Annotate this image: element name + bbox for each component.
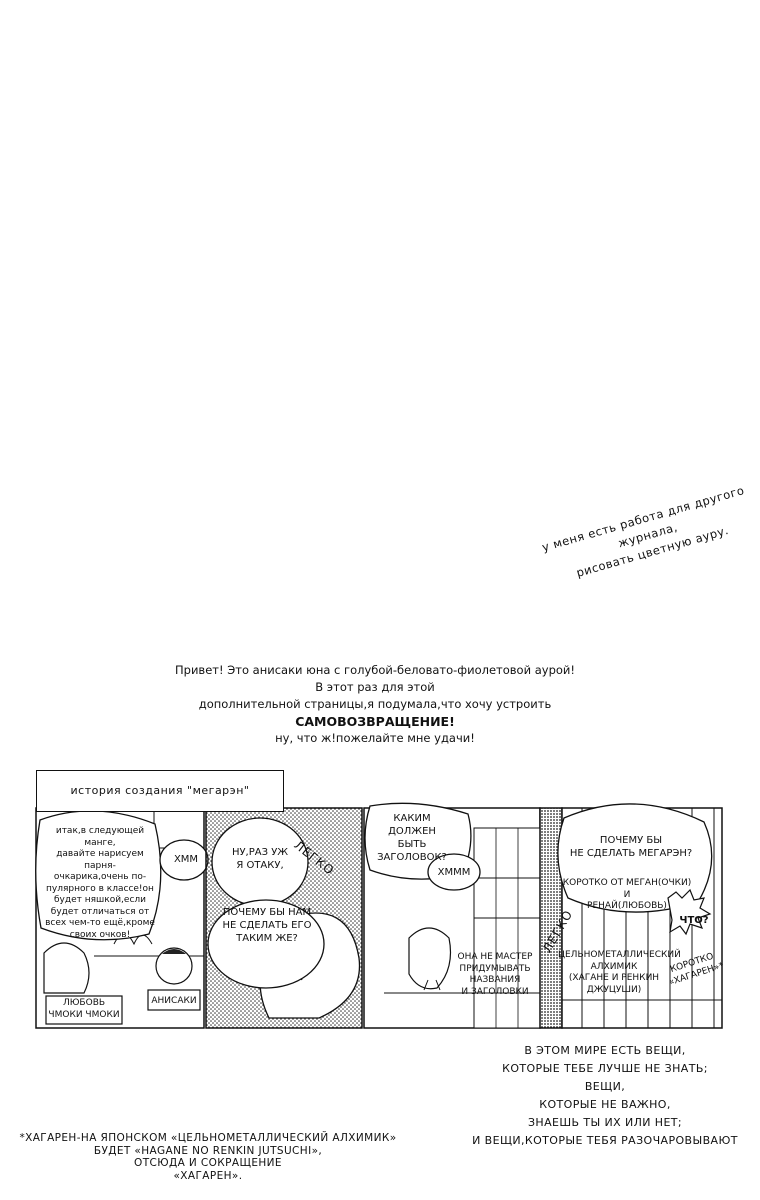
caption-fma-line: ЦЕЛЬНОМЕТАЛЛИЧЕСКИЙ (558, 950, 681, 960)
footnote-line: «ХАГАРЕН». (173, 1169, 243, 1182)
footnote: *ХАГАРЕН-НА ЯПОНСКОМ «ЦЕЛЬНОМЕТАЛЛИЧЕСКИ… (8, 1132, 408, 1182)
closing-line: КОТОРЫЕ НЕ ВАЖНО, (539, 1098, 671, 1111)
bubble-title-question-line: БЫТЬ (397, 839, 427, 850)
intro-line: В этот раз для этой (315, 680, 435, 694)
bubble-why-not: ПОЧЕМУ БЫ НАМ НЕ СДЕЛАТЬ ЕГО ТАКИМ ЖЕ? (218, 906, 316, 945)
bubble-megaren-line: ПОЧЕМУ БЫ (599, 835, 663, 846)
narration-bubble: итак,в следующей манге, давайте нарисуем… (44, 826, 156, 941)
panel-3 (363, 802, 541, 1029)
bubble-otaku-line: НУ,РАЗ УЖ (231, 847, 289, 858)
caption-fma-line: АЛХИМИК (590, 961, 638, 972)
comic-strip (35, 802, 723, 1029)
narration-line: итак,в следующей манге, (55, 826, 145, 848)
panel-2 (205, 807, 363, 1029)
intro-emphasis: САМОВОЗВРАЩЕНИЕ! (295, 714, 455, 729)
bubble-megaren-line: НЕ СДЕЛАТЬ МЕГАРЭН? (569, 848, 693, 859)
narration-line: давайте нарисуем парня- (56, 849, 144, 871)
what-burst: ЧТО? (679, 915, 709, 926)
bubble-megaren-sub-line: КОРОТКО ОТ МЕГАН(ОЧКИ) (562, 878, 692, 888)
footnote-line: *ХАГАРЕН-НА ЯПОНСКОМ «ЦЕЛЬНОМЕТАЛЛИЧЕСКИ… (19, 1132, 397, 1144)
note-not-master-line: НАЗВАНИЯ (469, 975, 521, 985)
closing-line: КОТОРЫЕ ТЕБЕ ЛУЧШЕ НЕ ЗНАТЬ; (502, 1062, 708, 1075)
narration-line: будет няшкой,если (53, 895, 146, 905)
closing-text: В ЭТОМ МИРЕ ЕСТЬ ВЕЩИ, КОТОРЫЕ ТЕБЕ ЛУЧШ… (470, 1042, 740, 1150)
panel-4 (539, 803, 723, 1029)
narration-line: всех чем-то ещё,кроме (45, 918, 155, 928)
narration-line: пулярного в классе!он (46, 883, 154, 894)
bubble-otaku: НУ,РАЗ УЖ Я ОТАКУ, (220, 846, 300, 872)
closing-line: И ВЕЩИ,КОТОРЫЕ ТЕБЯ РАЗОЧАРОВЫВАЮТ (472, 1134, 738, 1147)
panel-1 (35, 807, 209, 1029)
note-not-master-line: ОНА НЕ МАСТЕР (457, 952, 533, 962)
bubble-megaren-sub-line: РЕНАЙ(ЛЮБОВЬ) (587, 901, 667, 911)
side-note: у меня есть работа для другого журнала, … (540, 482, 756, 589)
caption-fma-line: ДЖУЦУШИ) (586, 984, 642, 995)
comic-title: история создания "мегарэн" (36, 770, 284, 812)
intro-line: дополнительной страницы,я подумала,что х… (198, 697, 552, 711)
bubble-why-not-line: НЕ СДЕЛАТЬ ЕГО (222, 920, 312, 931)
bubble-why-not-line: ПОЧЕМУ БЫ НАМ (222, 907, 312, 918)
caption-fma-line: (ХАГАНЕ И РЕНКИН (568, 973, 660, 983)
label-anisaki: АНИСАКИ (151, 996, 197, 1006)
bubble-why-not-line: ТАКИМ ЖЕ? (236, 933, 298, 944)
label-love: ЛЮБОВЬ ЧМОКИ ЧМОКИ (46, 998, 122, 1021)
note-not-master: ОНА НЕ МАСТЕР ПРИДУМЫВАТЬ НАЗВАНИЯ И ЗАГ… (454, 952, 536, 998)
narration-line: своих очков! (69, 929, 131, 940)
intro-closing: ну, что ж!пожелайте мне удачи! (275, 731, 475, 745)
bubble-title-question: КАКИМ ДОЛЖЕН БЫТЬ ЗАГОЛОВОК? (372, 812, 452, 864)
closing-line: ЗНАЕШЬ ТЫ ИХ ИЛИ НЕТ; (527, 1116, 683, 1129)
bubble-megaren: ПОЧЕМУ БЫ НЕ СДЕЛАТЬ МЕГАРЭН? (566, 834, 696, 860)
intro-text: Привет! Это анисаки юна с голубой-белова… (130, 662, 620, 747)
bubble-otaku-line: Я ОТАКУ, (236, 860, 284, 871)
bubble-title-question-line: ЗАГОЛОВОК? (377, 852, 447, 863)
narration-line: очкарика,очень по- (53, 872, 147, 882)
label-love-line: ЧМОКИ ЧМОКИ (48, 1009, 120, 1020)
label-love-line: ЛЮБОВЬ (62, 998, 106, 1008)
narration-line: будет отличаться от (50, 906, 150, 917)
hmm-bubble-2: ХМММ (437, 867, 471, 878)
closing-line: ВЕЩИ, (584, 1080, 626, 1093)
footnote-line: ОТСЮДА И СОКРАЩЕНИЕ (134, 1157, 282, 1169)
bubble-megaren-sub-line: И (623, 889, 631, 900)
caption-fma: ЦЕЛЬНОМЕТАЛЛИЧЕСКИЙ АЛХИМИК (ХАГАНЕ И РЕ… (558, 950, 681, 996)
footnote-line: БУДЕТ «HAGANE NO RENKIN JUTSUCHI», (93, 1144, 323, 1157)
hmm-bubble-1: ХММ (173, 854, 199, 865)
note-not-master-line: ПРИДУМЫВАТЬ (459, 963, 531, 974)
closing-line: В ЭТОМ МИРЕ ЕСТЬ ВЕЩИ, (524, 1044, 686, 1057)
intro-line: Привет! Это анисаки юна с голубой-белова… (175, 663, 575, 677)
note-not-master-line: И ЗАГОЛОВКИ (461, 986, 529, 997)
bubble-megaren-sub: КОРОТКО ОТ МЕГАН(ОЧКИ) И РЕНАЙ(ЛЮБОВЬ) (560, 878, 694, 913)
bubble-title-question-line: КАКИМ ДОЛЖЕН (388, 813, 436, 837)
